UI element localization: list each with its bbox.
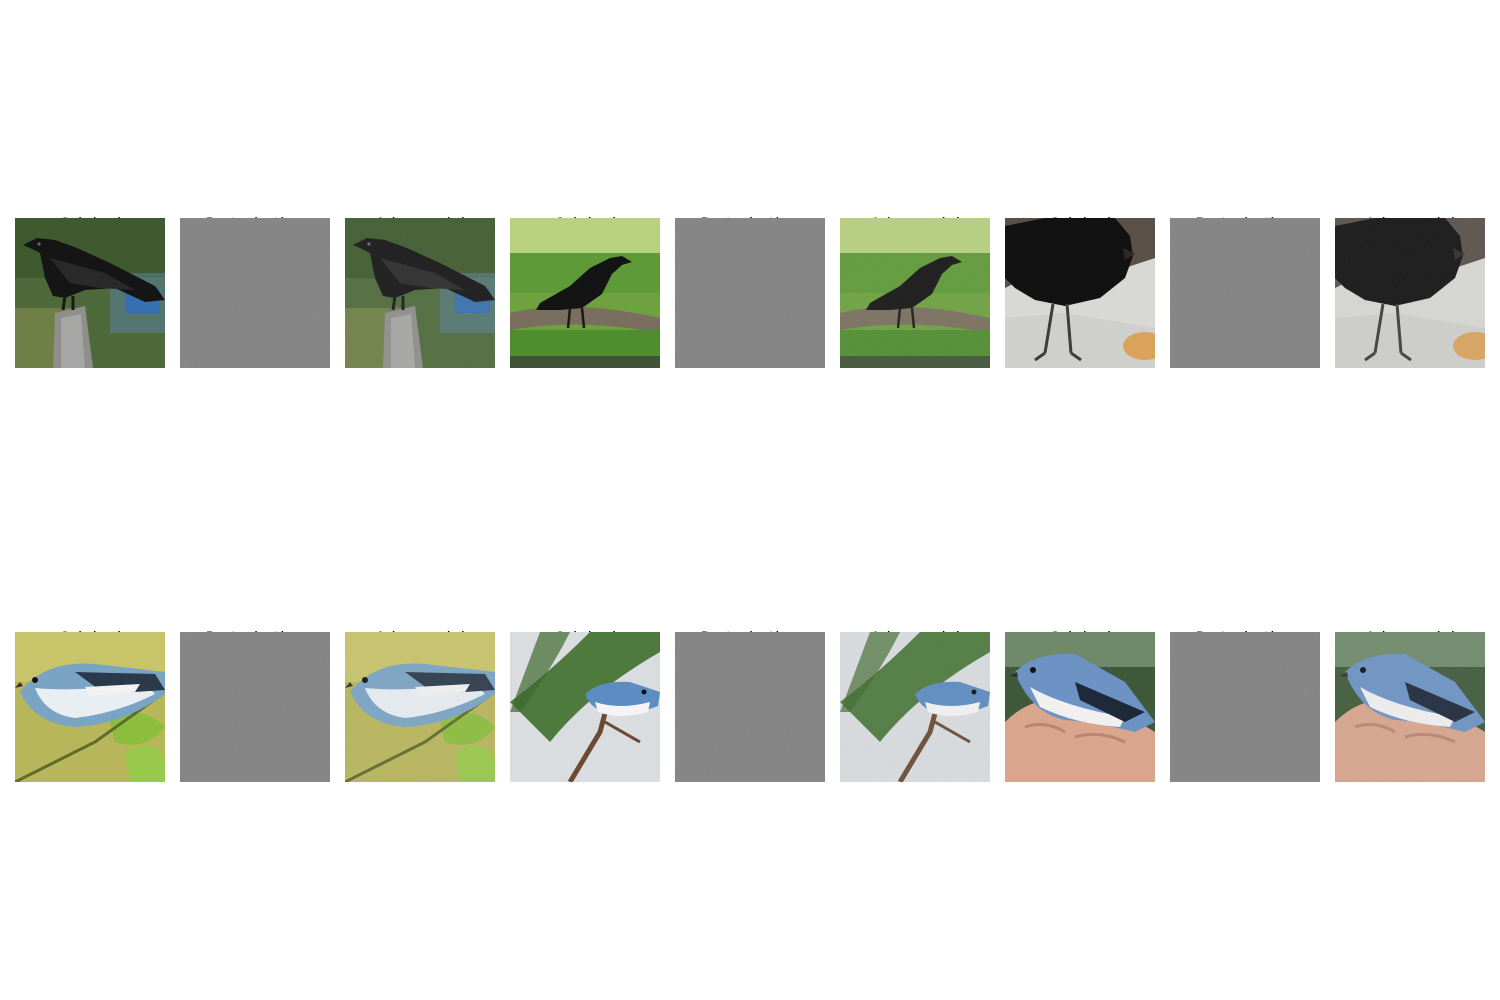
perturbation-noise-image: [675, 218, 825, 368]
adversarial-bird-image: [345, 632, 495, 782]
perturbation-noise-image: [1170, 632, 1320, 782]
perturbation-noise-image: [180, 218, 330, 368]
perturbation-noise-image: [675, 632, 825, 782]
original-bird-image: [15, 218, 165, 368]
original-bird-image: [1005, 632, 1155, 782]
perturbation-noise-image: [180, 632, 330, 782]
original-bird-image: [1005, 218, 1155, 368]
perturbation-noise-image: [1170, 218, 1320, 368]
original-bird-image: [510, 632, 660, 782]
adversarial-bird-image: [840, 632, 990, 782]
original-bird-image: [510, 218, 660, 368]
adversarial-bird-image: [840, 218, 990, 368]
original-bird-image: [15, 632, 165, 782]
adversarial-bird-image: [345, 218, 495, 368]
adversarial-bird-image: [1335, 632, 1485, 782]
adversarial-bird-image: [1335, 218, 1485, 368]
